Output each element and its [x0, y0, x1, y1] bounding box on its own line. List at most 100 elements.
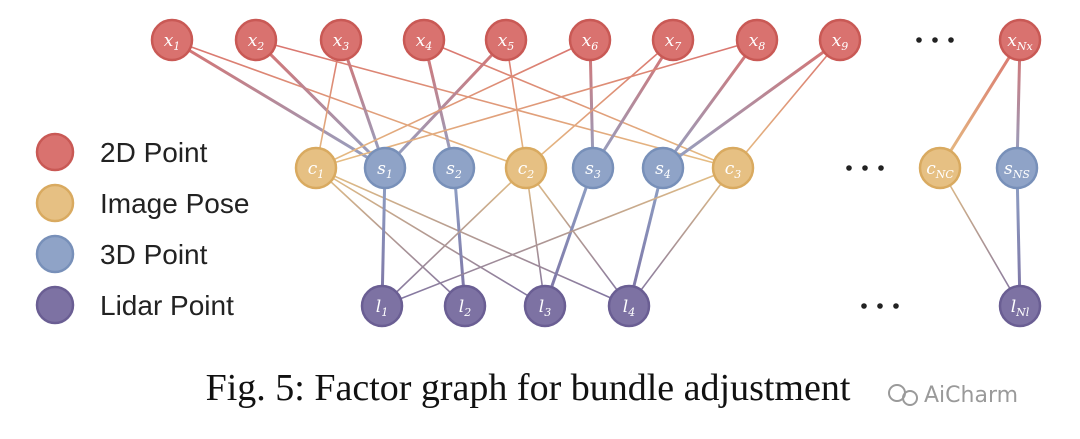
node-l1: l1: [360, 284, 404, 328]
node-label: x7: [665, 31, 682, 53]
node-s4: s4: [641, 146, 685, 190]
edge-x9-c3: [732, 39, 841, 169]
ellipsis-dot: [948, 37, 954, 43]
node-label: sNS: [1004, 159, 1030, 181]
ellipsis-dot: [916, 37, 922, 43]
edge-x3-c1: [315, 39, 342, 169]
node-label: xNx: [1007, 31, 1033, 53]
node-xN: xNx: [998, 18, 1042, 62]
edge-c2-l4: [525, 167, 630, 307]
node-label: x9: [832, 31, 849, 53]
edge-x8-s4: [661, 39, 759, 169]
node-label: x5: [498, 31, 515, 53]
watermark: AiCharm: [888, 383, 1018, 408]
node-label: s4: [655, 159, 671, 181]
node-label: c1: [308, 159, 325, 181]
edge-c3-l1: [381, 167, 734, 307]
edge-x7-s3: [591, 39, 675, 169]
edge-c1-l3: [315, 167, 546, 307]
legend-item: Image Pose: [35, 183, 249, 223]
node-c3: c3: [711, 146, 755, 190]
legend-item: 2D Point: [35, 132, 208, 172]
node-label: cNC: [926, 159, 954, 181]
edge-layer: [171, 38, 1022, 307]
ellipsis-dot: [846, 165, 852, 171]
edge-c2-l1: [381, 167, 527, 307]
ellipsis-dot: [932, 37, 938, 43]
node-x1: x1: [150, 18, 194, 62]
edge-x3-s1: [339, 39, 387, 169]
legend-label: 2D Point: [100, 137, 208, 168]
edge-x1-c2: [171, 39, 527, 169]
node-sN: sNS: [995, 146, 1039, 190]
legend-label: Image Pose: [100, 188, 249, 219]
edge-xN-cN: [938, 39, 1022, 169]
node-label: x8: [749, 31, 766, 53]
node-label: x1: [164, 31, 181, 53]
node-label: c2: [518, 159, 535, 181]
node-x8: x8: [735, 18, 779, 62]
edge-x2-c3: [255, 39, 734, 169]
ellipsis-dot: [878, 165, 884, 171]
edge-x6-c1: [315, 39, 591, 169]
edge-c2-l3: [525, 167, 546, 307]
node-label: s2: [446, 159, 462, 181]
edge-x8-c1: [315, 39, 758, 169]
edge-x1-s1: [171, 38, 386, 170]
node-label: s1: [377, 159, 393, 181]
watermark-text: AiCharm: [924, 383, 1018, 408]
node-label: l3: [539, 297, 551, 319]
edge-s2-l2: [452, 167, 467, 307]
node-x6: x6: [568, 18, 612, 62]
node-x9: x9: [818, 18, 862, 62]
edge-x4-c3: [423, 39, 734, 169]
edge-x4-s2: [422, 39, 456, 169]
node-label: s3: [585, 159, 601, 181]
node-label: l2: [459, 297, 471, 319]
ellipsis-dot: [877, 303, 883, 309]
node-layer: x1 x2 x3 x4 x5 x6 x7 x8 x9 xNx c1 s1 s2 c2 s3 s4 c3 cNC sN…: [150, 18, 1042, 328]
node-cN: cNC: [918, 146, 962, 190]
edge-c1-l4: [315, 167, 630, 307]
node-s1: s1: [363, 146, 407, 190]
node-c2: c2: [504, 146, 548, 190]
edge-x7-c2: [525, 39, 674, 169]
ellipsis-dot: [861, 303, 867, 309]
edge-cN-lN: [939, 167, 1021, 307]
edge-s3-l3: [543, 167, 595, 307]
legend-label: Lidar Point: [100, 290, 234, 321]
edge-x6-s3: [588, 39, 595, 169]
node-x5: x5: [484, 18, 528, 62]
legend-swatch: [35, 234, 75, 274]
edge-xN-sN: [1015, 39, 1022, 169]
node-label: lNl: [1011, 297, 1030, 319]
figure-caption: Fig. 5: Factor graph for bundle adjustme…: [206, 367, 851, 409]
edge-x9-s4: [662, 38, 841, 170]
node-lN: lNl: [998, 284, 1042, 328]
node-x3: x3: [319, 18, 363, 62]
edge-s4-l4: [627, 167, 665, 307]
node-label: l4: [623, 297, 635, 319]
node-c1: c1: [294, 146, 338, 190]
legend-swatch: [35, 132, 75, 172]
node-l3: l3: [523, 284, 567, 328]
ellipsis-dot: [893, 303, 899, 309]
node-x4: x4: [402, 18, 446, 62]
node-label: x3: [333, 31, 350, 53]
node-l2: l2: [443, 284, 487, 328]
legend-item: Lidar Point: [35, 285, 234, 325]
node-s2: s2: [432, 146, 476, 190]
legend-item: 3D Point: [35, 234, 208, 274]
node-x2: x2: [234, 18, 278, 62]
ellipsis-dot: [862, 165, 868, 171]
edge-s1-l1: [380, 167, 387, 307]
node-label: x4: [416, 31, 433, 53]
edge-c3-l4: [628, 167, 734, 307]
legend-swatch: [35, 285, 75, 325]
legend-label: 3D Point: [100, 239, 208, 270]
edge-c1-l2: [315, 167, 466, 307]
node-label: c3: [725, 159, 742, 181]
edge-sN-lN: [1015, 167, 1022, 307]
edge-x5-c2: [505, 39, 527, 169]
